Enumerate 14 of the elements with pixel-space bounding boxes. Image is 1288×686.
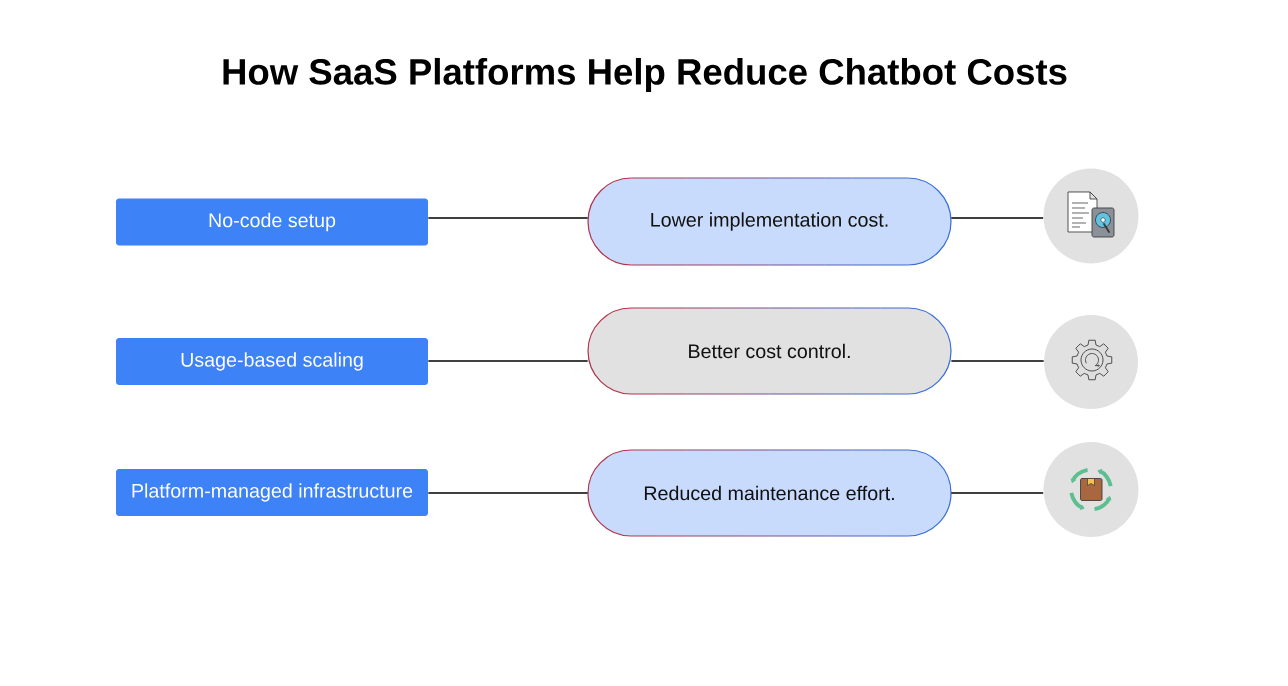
- connector-line: [950, 492, 1044, 494]
- process-box: Usage-based scaling: [116, 338, 428, 385]
- process-box: No-code setup: [116, 198, 428, 246]
- icon-circle: [1043, 442, 1139, 537]
- rounded-box: Reduced maintenance effort.: [587, 449, 952, 537]
- title: How SaaS Platforms Help Reduce Chatbot Costs: [223, 57, 1067, 92]
- connector-line: [427, 492, 589, 494]
- connector-line: [950, 360, 1045, 362]
- connector-line: [427, 360, 589, 362]
- process-box: Platform-managed infrastructure: [116, 469, 428, 516]
- connector-line: [427, 217, 589, 219]
- connector-line: [950, 217, 1044, 219]
- rounded-box: Lower implementation cost.: [587, 177, 952, 266]
- rounded-box: Better cost control.: [587, 307, 952, 395]
